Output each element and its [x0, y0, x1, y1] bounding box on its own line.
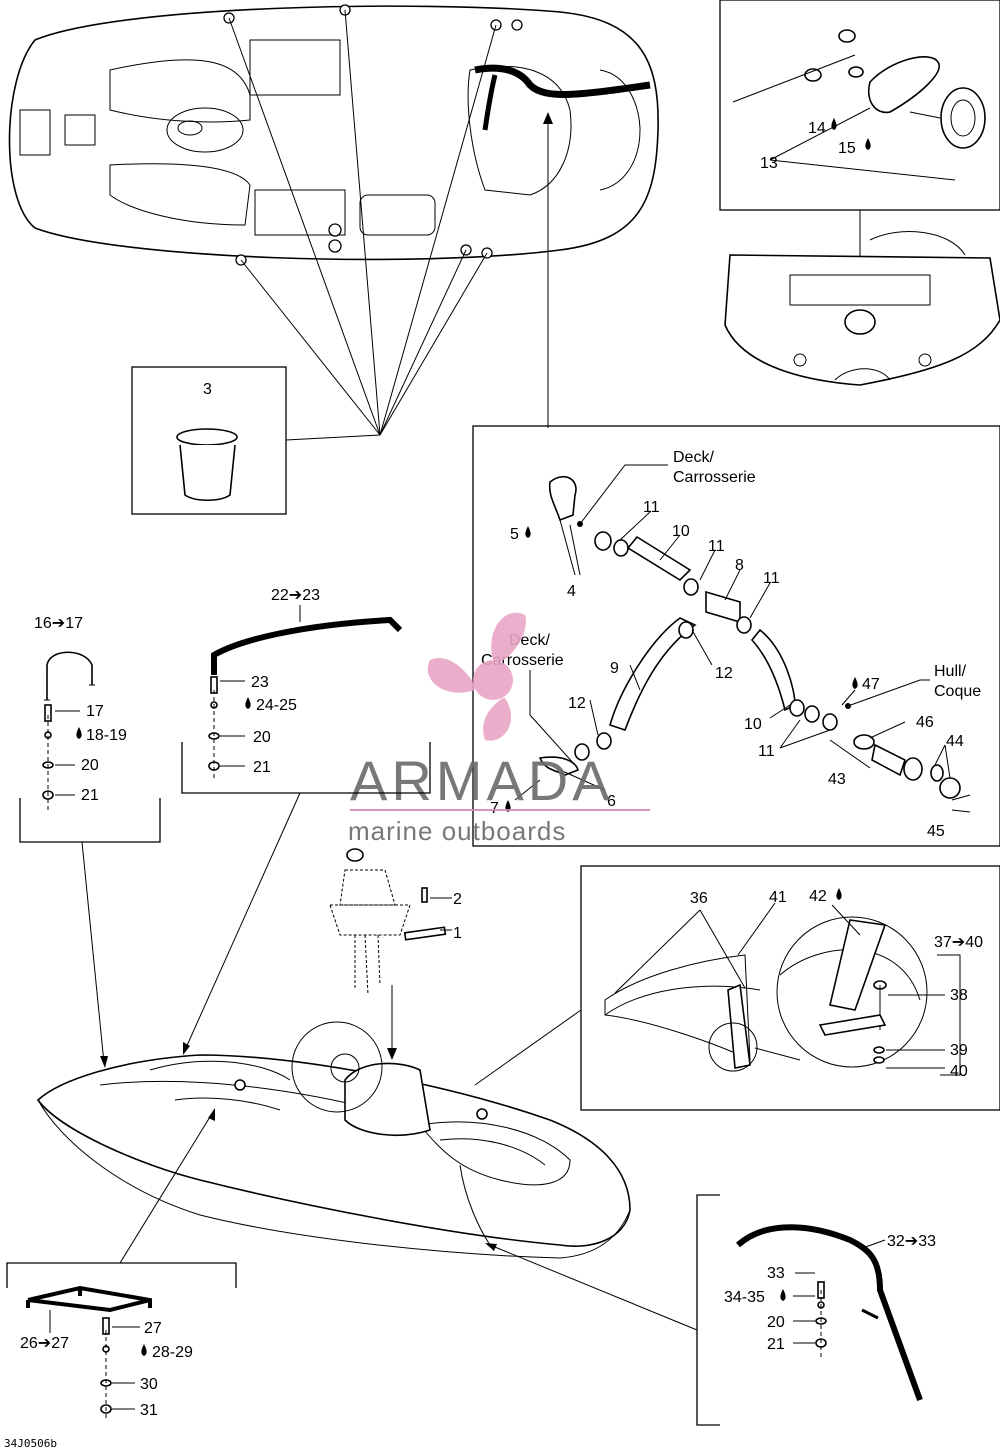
callout-28-29: 28-29	[152, 1344, 193, 1361]
callout-1: 1	[453, 925, 462, 942]
drain-assembly-box: Deck/ Carrosserie 5 4 11 10 11 8 11 Deck…	[472, 425, 1000, 847]
console-parts: 2 1	[329, 848, 462, 1060]
callout-9: 9	[610, 660, 619, 677]
callout-44: 44	[946, 733, 964, 750]
rail-26-box: 26➔27 27 28-29 30 31	[6, 1108, 237, 1420]
windshield-box: 36 41 42 37➔40 38 39 40	[474, 865, 1000, 1111]
callout-5: 5	[510, 526, 519, 543]
drop-icon	[836, 888, 842, 900]
deck-top-view	[8, 4, 659, 441]
callout-11c: 11	[763, 570, 780, 587]
callout-carrosserie-top: Carrosserie	[673, 469, 756, 486]
drop-icon	[76, 727, 82, 739]
drop-icon	[831, 118, 837, 130]
callout-15: 15	[838, 140, 856, 157]
drop-icon	[865, 138, 871, 150]
watermark-brand: ARMADA	[350, 749, 614, 812]
callout-46: 46	[916, 714, 934, 731]
callout-11a: 11	[643, 499, 660, 516]
callout-11b: 11	[708, 538, 725, 555]
callout-43: 43	[828, 771, 846, 788]
callout-2: 2	[453, 891, 462, 908]
grab-handle-box: 14 15 13	[719, 0, 1000, 305]
callout-20c: 20	[767, 1314, 785, 1331]
callout-30: 30	[140, 1376, 158, 1393]
rail-32-box: 32➔33 33 34-35 20 21	[485, 1194, 936, 1426]
callout-14: 14	[808, 120, 826, 137]
cup-holder-box: 3	[131, 366, 287, 515]
callout-4: 4	[567, 583, 576, 600]
callout-10a: 10	[672, 523, 690, 540]
rail-16-box: 16➔17 17 18-19 20 21	[19, 615, 161, 1068]
callout-20b: 20	[253, 729, 271, 746]
drop-icon	[852, 677, 858, 689]
callout-13: 13	[760, 155, 778, 172]
callout-3: 3	[203, 381, 212, 398]
callout-17: 17	[86, 703, 104, 720]
callout-32-33: 32➔33	[887, 1233, 936, 1250]
callout-38: 38	[950, 987, 968, 1004]
figure-code: 34J0506b	[4, 1437, 57, 1450]
callout-7: 7	[490, 800, 499, 817]
callout-21b: 21	[253, 759, 271, 776]
drop-icon	[141, 1344, 147, 1356]
callout-deck-top: Deck/	[673, 449, 714, 466]
boat-side-view	[36, 1021, 631, 1259]
callout-10b: 10	[744, 716, 762, 733]
callout-37-40: 37➔40	[934, 934, 983, 951]
callout-45: 45	[927, 823, 945, 840]
callout-20a: 20	[81, 757, 99, 774]
callout-42: 42	[809, 888, 827, 905]
callout-36: 36	[690, 890, 708, 907]
callout-12b: 12	[568, 695, 586, 712]
callout-23: 23	[251, 674, 269, 691]
callout-8: 8	[735, 557, 744, 574]
callout-39: 39	[950, 1042, 968, 1059]
watermark-tagline: marine outboards	[348, 816, 566, 846]
drop-icon	[780, 1289, 786, 1301]
callout-41: 41	[769, 889, 787, 906]
callout-6: 6	[607, 793, 616, 810]
callout-21a: 21	[81, 787, 99, 804]
callout-22-23: 22➔23	[271, 587, 320, 604]
callout-11d: 11	[758, 743, 775, 760]
callout-16-17: 16➔17	[34, 615, 83, 632]
callout-21c: 21	[767, 1336, 785, 1353]
callout-12a: 12	[715, 665, 733, 682]
propeller-logo-icon	[427, 612, 526, 741]
callout-31: 31	[140, 1402, 158, 1419]
callout-hull: Hull/	[934, 663, 967, 680]
drop-icon	[525, 526, 531, 538]
drop-icon	[245, 697, 251, 709]
callout-40: 40	[950, 1063, 968, 1080]
callout-34-35: 34-35	[724, 1289, 765, 1306]
callout-47: 47	[862, 676, 880, 693]
callout-33: 33	[767, 1265, 785, 1282]
stern-view	[724, 231, 1000, 386]
armada-watermark: ARMADA marine outboards	[348, 612, 650, 846]
callout-26-27: 26➔27	[20, 1335, 69, 1352]
rail-22-box: 22➔23 23 24-25 20 21	[181, 587, 431, 1055]
callout-18-19: 18-19	[86, 727, 127, 744]
callout-24-25: 24-25	[256, 697, 297, 714]
callout-coque: Coque	[934, 683, 981, 700]
callout-27: 27	[144, 1320, 162, 1337]
